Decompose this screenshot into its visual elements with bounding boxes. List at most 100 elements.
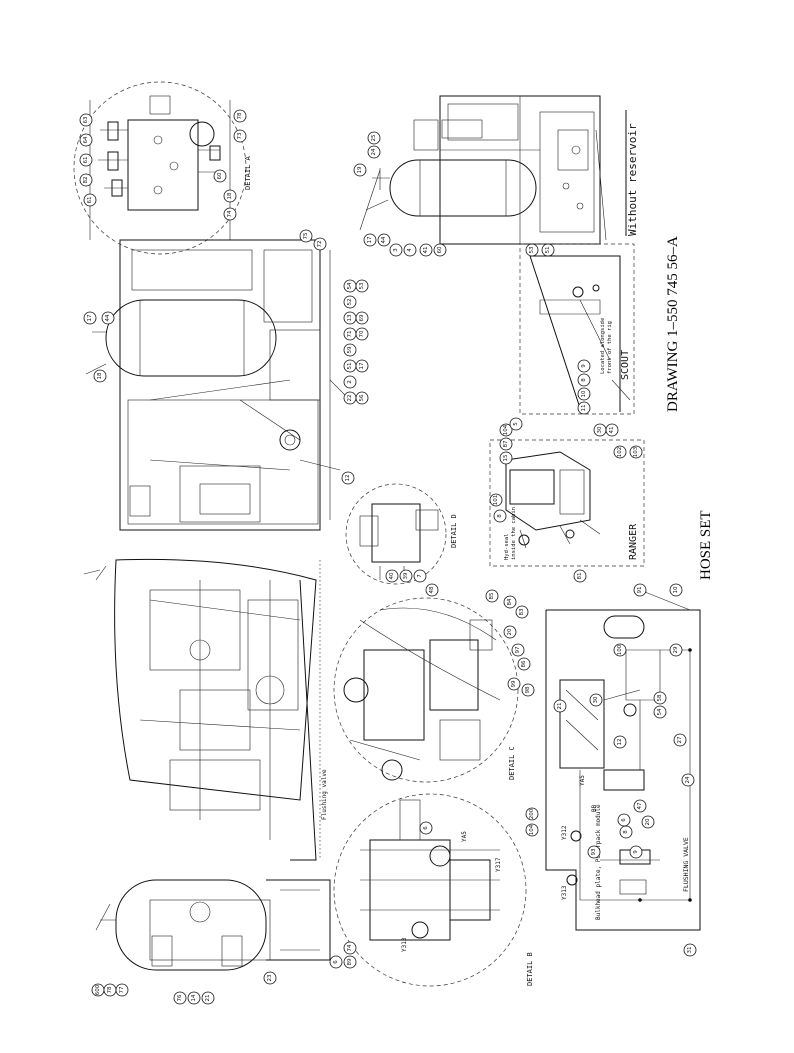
balloon-number: 81 <box>577 573 583 580</box>
balloon-number: 99 <box>511 680 517 687</box>
part-balloon: 91 <box>633 583 647 597</box>
part-balloon: 15 <box>499 451 513 465</box>
balloon-circle <box>613 643 627 657</box>
balloon-number: 53 <box>359 282 365 289</box>
part-balloon: 60 <box>213 169 227 183</box>
balloon-number: 12 <box>617 739 623 746</box>
part-balloon: 41 <box>605 423 619 437</box>
balloon-number: 76 <box>177 994 183 1001</box>
part-balloon: 11 <box>577 401 591 415</box>
balloon-circle <box>613 445 627 459</box>
balloon-circle <box>589 693 603 707</box>
balloon-number: 104 <box>529 824 535 835</box>
detail-c: DETAIL C <box>333 597 519 783</box>
balloon-number: 60 <box>437 246 443 253</box>
balloon-number: 104 <box>503 424 509 435</box>
balloon-number: 14 <box>191 994 197 1001</box>
bb-label: BB <box>591 804 598 812</box>
balloon-circle <box>521 683 535 697</box>
detail-a-caption: DETAIL A <box>244 155 252 190</box>
part-balloon: 30 <box>589 693 603 707</box>
balloon-circle <box>605 423 619 437</box>
balloon-number: 73 <box>237 132 243 139</box>
balloon-circle <box>507 677 521 691</box>
balloon-circle <box>115 983 129 997</box>
part-balloon: 20 <box>641 815 655 829</box>
balloon-circle <box>367 145 381 159</box>
balloon-number: 83 <box>519 608 525 615</box>
part-balloon: 22 <box>343 391 357 405</box>
balloon-circle <box>525 243 539 257</box>
part-balloon: 40 <box>385 569 399 583</box>
part-balloon: 53 <box>525 243 539 257</box>
part-balloon: 54 <box>343 279 357 293</box>
balloon-number: 77 <box>119 986 125 993</box>
balloon-circle <box>629 845 643 859</box>
detail-d: DETAIL D <box>345 483 458 585</box>
isometric-rig-view: Flushing valve <box>83 558 328 861</box>
balloon-number: 78 <box>107 986 113 993</box>
balloon-number: 17 <box>359 362 365 369</box>
part-balloon: 24 <box>367 145 381 159</box>
balloon-number: 61 <box>87 197 93 204</box>
balloon-circle <box>377 233 391 247</box>
balloon-number: 82 <box>83 177 89 184</box>
part-balloon: 21 <box>553 699 567 713</box>
balloon-number: 3 <box>393 248 399 252</box>
part-balloon: 104 <box>499 423 513 437</box>
scout-inset: Located alongside front of the rig SCOUT <box>519 243 635 415</box>
balloon-circle <box>79 133 93 147</box>
part-balloon: 6 <box>419 821 433 835</box>
balloon-number: 30 <box>597 426 603 433</box>
ranger-inset: Hyd-seal inside the cabin RANGER <box>489 439 645 567</box>
balloon-circle <box>587 845 601 859</box>
balloon-circle <box>433 243 447 257</box>
balloon-number: 41 <box>423 247 429 254</box>
balloon-number: 30 <box>593 696 599 703</box>
balloon-number: 6 <box>333 960 339 964</box>
part-balloon: 25 <box>367 131 381 145</box>
label-without-reservoir: Without reservoir <box>626 123 639 236</box>
balloon-number: 6 <box>621 818 627 822</box>
balloon-circle <box>93 369 107 383</box>
balloon-circle <box>509 417 523 431</box>
balloon-number: 200 <box>529 808 535 819</box>
balloon-circle <box>641 815 655 829</box>
part-balloon: 93 <box>587 845 601 859</box>
balloon-circle <box>299 229 313 243</box>
balloon-number: 40 <box>389 572 395 579</box>
balloon-circle <box>353 163 367 177</box>
part-balloon: 100 <box>613 643 627 657</box>
balloon-circle <box>515 605 529 619</box>
part-balloon: 44 <box>101 311 115 325</box>
balloon-number: 12 <box>345 475 351 482</box>
balloon-circle <box>355 327 369 341</box>
balloon-number: 72 <box>317 241 323 248</box>
balloon-circle <box>617 813 631 827</box>
part-balloon: 600 <box>91 983 105 997</box>
balloon-circle <box>499 451 513 465</box>
drawing-number: DRAWING 1–550 745 56–A <box>665 236 681 412</box>
part-balloon: 98 <box>521 683 535 697</box>
balloon-circle <box>503 595 517 609</box>
part-balloon: 5 <box>509 417 523 431</box>
balloon-circle <box>213 169 227 183</box>
y312-label: Y312 <box>561 825 568 840</box>
balloon-number: 24 <box>371 148 377 155</box>
balloon-circle <box>343 941 357 955</box>
part-balloon: 82 <box>79 173 93 187</box>
part-balloon: 8 <box>619 825 633 839</box>
balloon-number: 100 <box>617 644 623 655</box>
balloon-circle <box>355 311 369 325</box>
balloon-number: 54 <box>347 282 353 289</box>
balloon-number: 25 <box>371 134 377 141</box>
balloon-number: 91 <box>637 587 643 594</box>
balloon-number: 51 <box>347 363 353 370</box>
balloon-circle <box>681 773 695 787</box>
part-balloon: 97 <box>511 643 525 657</box>
balloon-number: 31 <box>687 947 693 954</box>
balloon-circle <box>329 955 343 969</box>
balloon-number: 103 <box>633 446 639 457</box>
part-balloon: 39 <box>399 569 413 583</box>
